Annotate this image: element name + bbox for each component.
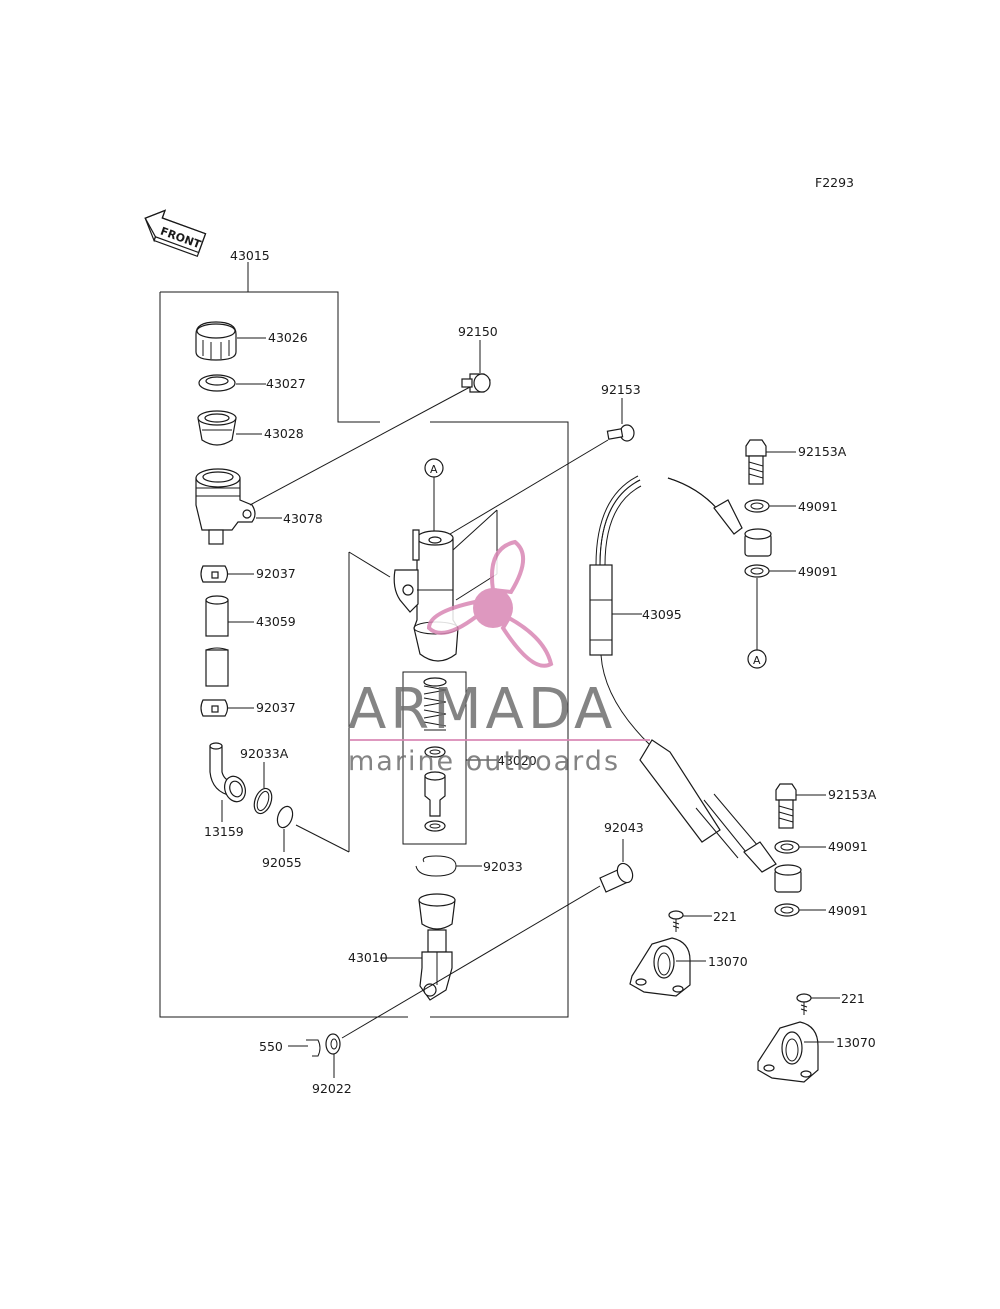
part-label-92037-bottom: 92037 xyxy=(256,700,296,715)
part-label-49091-b: 49091 xyxy=(798,564,838,579)
snap-ring-92033 xyxy=(415,855,457,877)
part-label-92153: 92153 xyxy=(601,382,641,397)
screw-92150 xyxy=(461,373,491,393)
hose-clamp-92037-bottom xyxy=(200,699,229,717)
part-label-92150: 92150 xyxy=(458,324,498,339)
part-label-92043: 92043 xyxy=(604,820,644,835)
banjo-fitting-top xyxy=(744,528,772,557)
part-label-92037-top: 92037 xyxy=(256,566,296,581)
reservoir-43078 xyxy=(195,468,256,545)
part-label-43010: 43010 xyxy=(348,950,388,965)
front-arrow-icon: FRONT xyxy=(144,209,207,258)
diaphragm-43028 xyxy=(197,410,237,446)
part-label-92153A-bottom: 92153A xyxy=(828,787,877,802)
callout-a-bottom: A xyxy=(747,649,767,669)
hose-43059 xyxy=(205,595,229,687)
washer-92022 xyxy=(325,1033,341,1055)
watermark-logo: ARMADA marine outboards xyxy=(348,539,650,777)
push-rod-43010 xyxy=(418,893,456,1001)
part-label-43020: 43020 xyxy=(497,753,537,768)
svg-text:A: A xyxy=(753,654,761,667)
part-label-13159: 13159 xyxy=(204,824,244,839)
callout-a-top: A xyxy=(424,458,444,540)
figure-code: F2293 xyxy=(815,175,854,190)
part-label-43078: 43078 xyxy=(283,511,323,526)
screw-221-upper xyxy=(668,910,684,932)
cotter-pin-550 xyxy=(306,1039,321,1057)
part-label-13070-lower: 13070 xyxy=(836,1035,876,1050)
clevis-pin-92043 xyxy=(599,862,634,893)
screw-92153 xyxy=(606,424,635,442)
reservoir-cap-43026 xyxy=(195,321,237,361)
part-label-49091-d: 49091 xyxy=(828,903,868,918)
watermark-tagline: marine outboards xyxy=(348,746,620,777)
propeller-icon xyxy=(426,539,554,668)
part-label-221-upper: 221 xyxy=(713,909,737,924)
part-label-92153A-top: 92153A xyxy=(798,444,847,459)
part-label-43026: 43026 xyxy=(268,330,308,345)
part-label-43059: 43059 xyxy=(256,614,296,629)
part-label-43095: 43095 xyxy=(642,607,682,622)
screw-221-lower xyxy=(796,993,812,1015)
banjo-bolt-92153A-top xyxy=(745,439,767,485)
elbow-fitting-13159 xyxy=(209,742,246,803)
piston-kit-43020 xyxy=(402,671,467,845)
part-label-92022: 92022 xyxy=(312,1081,352,1096)
washer-49091-a xyxy=(744,499,770,513)
part-label-43028: 43028 xyxy=(264,426,304,441)
part-label-92033A: 92033A xyxy=(240,746,289,761)
washer-49091-d xyxy=(774,903,800,917)
washer-49091-c xyxy=(774,840,800,854)
part-label-49091-c: 49091 xyxy=(828,839,868,854)
part-label-13070-upper: 13070 xyxy=(708,954,748,969)
washer-49091-b xyxy=(744,564,770,578)
watermark-brand: ARMADA xyxy=(348,677,616,742)
o-ring-92055 xyxy=(276,805,294,829)
svg-text:A: A xyxy=(430,463,438,476)
banjo-fitting-bottom xyxy=(774,864,802,893)
part-label-550: 550 xyxy=(259,1039,283,1054)
banjo-bolt-92153A-bottom xyxy=(775,783,797,829)
bracket-13070-lower xyxy=(757,1021,819,1083)
part-label-43015: 43015 xyxy=(230,248,270,263)
hose-clamp-92037-top xyxy=(200,565,229,583)
part-label-43027: 43027 xyxy=(266,376,306,391)
brake-hose-43095 xyxy=(589,475,777,873)
diaphragm-plate-43027 xyxy=(198,374,236,392)
part-label-49091-a: 49091 xyxy=(798,499,838,514)
bracket-13070-upper xyxy=(629,937,691,997)
part-label-92033: 92033 xyxy=(483,859,523,874)
part-label-92055: 92055 xyxy=(262,855,302,870)
master-cylinder-body xyxy=(393,529,459,662)
snap-ring-92033A xyxy=(253,787,273,815)
part-label-221-lower: 221 xyxy=(841,991,865,1006)
assembly-outline xyxy=(159,262,569,1018)
